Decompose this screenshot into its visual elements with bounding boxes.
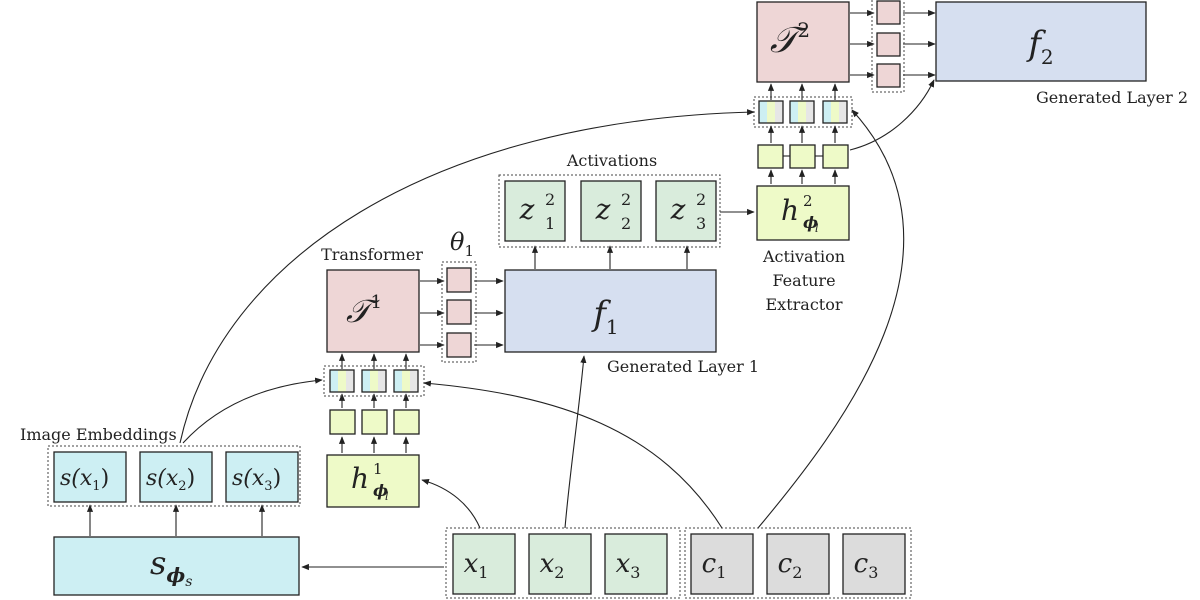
- activation-z2: [580, 180, 642, 242]
- input-x1-label: x1: [464, 549, 489, 582]
- activation-z2-label: z: [595, 193, 611, 226]
- extractor-caption-line-1: Activation: [762, 247, 845, 266]
- extractor-h1-box: [326, 454, 420, 508]
- feature-strip-2: [753, 96, 853, 128]
- edge-sq2-to-f2: [849, 79, 935, 151]
- edge-emb-to-strip2: [179, 109, 755, 444]
- svg-text:2: 2: [621, 190, 631, 209]
- edge-c1-to-strip1: [423, 380, 723, 529]
- layer-f2-box: [935, 1, 1147, 82]
- embedding-s3-label: s(x3): [232, 466, 281, 494]
- activations-container: [498, 174, 721, 248]
- strip-cell-1b: [361, 369, 387, 393]
- extractor-h1-label: h: [351, 462, 369, 495]
- svg-text:l: l: [385, 490, 389, 503]
- image-embeddings-container: [47, 445, 301, 507]
- activations-group: Activations z 2 1 z 2 2 z 2 3: [498, 151, 721, 248]
- input-x1: [452, 533, 516, 595]
- input-x3: [604, 533, 668, 595]
- layer-2-group: 𝒯2 f2 Generated Layer 2: [753, 0, 1188, 169]
- strip-cell-2b: [789, 100, 815, 124]
- context-c3-label: c3: [854, 549, 879, 582]
- svg-text:2: 2: [545, 190, 555, 209]
- svg-text:1: 1: [545, 214, 555, 233]
- image-embeddings-group: Image Embeddings s(x1) s(x2) s(x3) sϕs: [20, 425, 301, 596]
- activation-z3-label: z: [670, 193, 686, 226]
- edge-x1-to-h1: [421, 478, 481, 529]
- extractor-h2-box: [756, 185, 850, 241]
- input-x2-label: x2: [540, 549, 565, 582]
- feature-square-1a: [329, 409, 356, 435]
- embedding-s2: [139, 451, 213, 503]
- image-encoder-label: sϕs: [150, 544, 192, 590]
- activation-z1: [504, 180, 566, 242]
- image-encoder-box: [53, 536, 300, 596]
- feature-strip-1: [323, 365, 425, 397]
- feature-strip-1-group: [323, 365, 425, 397]
- theta-1-param-1: [446, 267, 472, 293]
- context-c3: [842, 533, 906, 595]
- embedding-s1: [53, 451, 127, 503]
- strip-cell-1a: [329, 369, 355, 393]
- theta-1-group: [441, 261, 477, 363]
- feature-square-2c: [822, 144, 849, 169]
- theta-2-param-1: [876, 0, 901, 25]
- feature-square-1b: [361, 409, 388, 435]
- extractor-caption-line-3: Extractor: [766, 295, 843, 314]
- embedding-s2-label: s(x2): [146, 466, 195, 494]
- embedding-s1-label: s(x1): [60, 466, 109, 494]
- edge-c1-to-strip2: [757, 109, 905, 529]
- generated-layer-2-label: Generated Layer 2: [1036, 88, 1188, 107]
- feature-square-1c: [393, 409, 420, 435]
- activation-extractor-group: h 2 ϕ l Activation Feature Extractor: [756, 185, 850, 314]
- extractor-caption-line-2: Feature: [772, 271, 835, 290]
- theta-1-param-3: [446, 332, 472, 358]
- image-embeddings-label: Image Embeddings: [20, 425, 177, 444]
- inputs-group: x1 x2 x3 c1 c2 c3: [445, 527, 912, 599]
- theta-1-param-2: [446, 299, 472, 325]
- theta-1-label: θ1: [450, 228, 474, 260]
- svg-text:ϕ: ϕ: [803, 213, 818, 232]
- context-c1-label: c1: [702, 549, 727, 582]
- extractor-h2-label: h: [781, 194, 799, 227]
- strip-cell-2a: [758, 100, 784, 124]
- input-x3-label: x3: [616, 549, 641, 582]
- feature-strip-2-group: [753, 96, 853, 128]
- theta-2-group: [871, 0, 905, 93]
- svg-text:2: 2: [803, 192, 813, 210]
- feature-square-2a: [757, 144, 784, 169]
- embedding-s3: [225, 451, 299, 503]
- activations-label: Activations: [566, 151, 657, 170]
- transformer-2-box: [756, 1, 850, 83]
- feature-square-2b: [789, 144, 816, 169]
- edge-emb-to-strip1: [182, 377, 323, 444]
- svg-text:3: 3: [696, 214, 706, 233]
- strip-cell-1c: [393, 369, 419, 393]
- layer-f1-box: [504, 269, 717, 353]
- svg-text:1: 1: [373, 460, 383, 478]
- transformer-label: Transformer: [321, 245, 423, 264]
- svg-text:ϕ: ϕ: [373, 481, 388, 500]
- strip-cell-2c: [822, 100, 848, 124]
- edge-x2-to-f1: [564, 355, 587, 529]
- inputs-x-container: [445, 527, 681, 599]
- edges: [86, 9, 936, 571]
- activation-z3: [655, 180, 717, 242]
- context-c2-label: c2: [778, 549, 803, 582]
- transformer-1-box: [326, 269, 420, 353]
- svg-text:2: 2: [621, 214, 631, 233]
- layer-1-group: Transformer 𝒯1 θ1 f1 Generated Layer 1: [321, 228, 759, 508]
- theta-2-param-2: [876, 32, 901, 57]
- inputs-c-container: [684, 527, 912, 599]
- input-x2: [528, 533, 592, 595]
- context-c2: [766, 533, 830, 595]
- svg-text:2: 2: [696, 190, 706, 209]
- theta-2-param-3: [876, 63, 901, 88]
- context-c1: [690, 533, 754, 595]
- generated-layer-1-label: Generated Layer 1: [607, 357, 759, 376]
- svg-text:l: l: [815, 222, 819, 235]
- activation-z1-label: z: [519, 193, 535, 226]
